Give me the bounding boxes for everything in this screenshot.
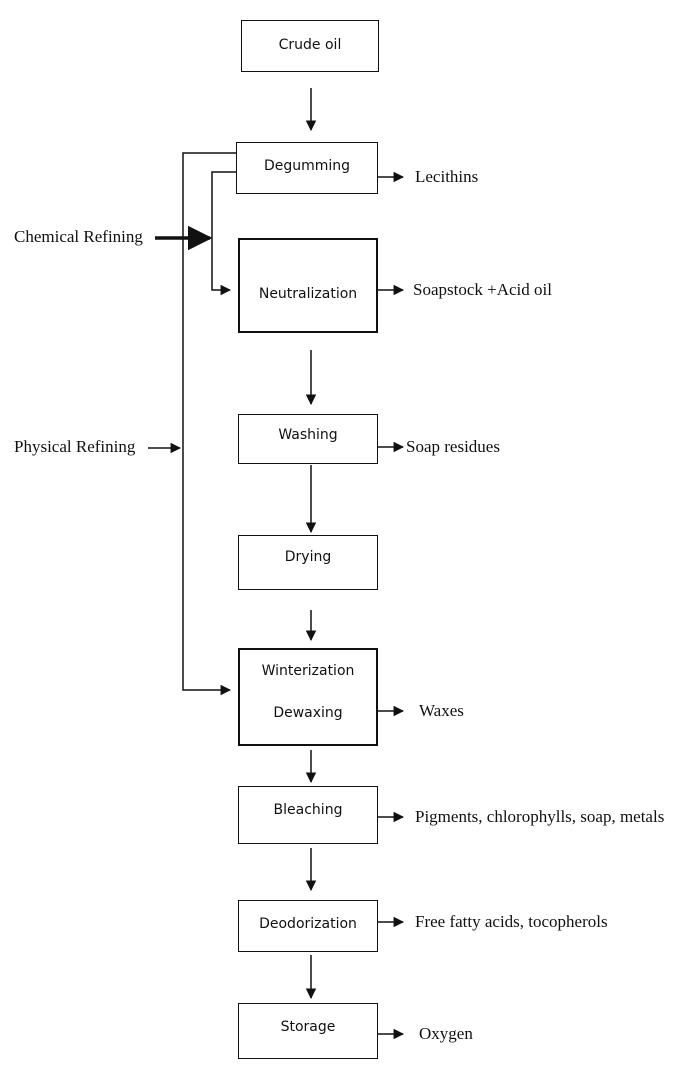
output-pigments: Pigments, chlorophylls, soap, metals	[415, 807, 665, 826]
connector-physical-bypass	[182, 152, 236, 696]
step-storage: Storage	[238, 1003, 378, 1059]
step-neutralization: Neutralization	[238, 238, 378, 333]
output-soap-residues: Soap residues	[406, 437, 500, 456]
output-soapstock-acid-oil: Soapstock +Acid oil	[413, 280, 552, 299]
output-waxes: Waxes	[419, 701, 464, 720]
connector-degumming-to-neutralization	[211, 171, 236, 296]
step-deodorization: Deodorization	[238, 900, 378, 952]
step-storage-label: Storage	[280, 1019, 336, 1035]
step-winterization-label: Winterization	[261, 663, 355, 679]
step-bleaching-label: Bleaching	[273, 802, 343, 818]
step-deodorization-label: Deodorization	[259, 916, 357, 932]
route-chemical-refining: Chemical Refining	[14, 227, 143, 246]
step-washing-label: Washing	[278, 427, 338, 443]
step-crude-oil-label: Crude oil	[278, 37, 342, 53]
step-winterization-dewaxing: Winterization Dewaxing	[238, 648, 378, 746]
route-physical-refining: Physical Refining	[14, 437, 136, 456]
output-lecithins: Lecithins	[415, 167, 479, 186]
step-dewaxing-label: Dewaxing	[273, 705, 343, 721]
step-degumming: Degumming	[236, 142, 378, 194]
step-drying: Drying	[238, 535, 378, 590]
output-oxygen: Oxygen	[419, 1024, 473, 1043]
step-bleaching: Bleaching	[238, 786, 378, 844]
step-degumming-label: Degumming	[263, 158, 351, 174]
output-free-fatty-acids: Free fatty acids, tocopherols	[415, 912, 608, 931]
step-drying-label: Drying	[284, 549, 332, 565]
step-washing: Washing	[238, 414, 378, 464]
step-crude-oil: Crude oil	[241, 20, 379, 72]
step-neutralization-label: Neutralization	[258, 286, 358, 302]
